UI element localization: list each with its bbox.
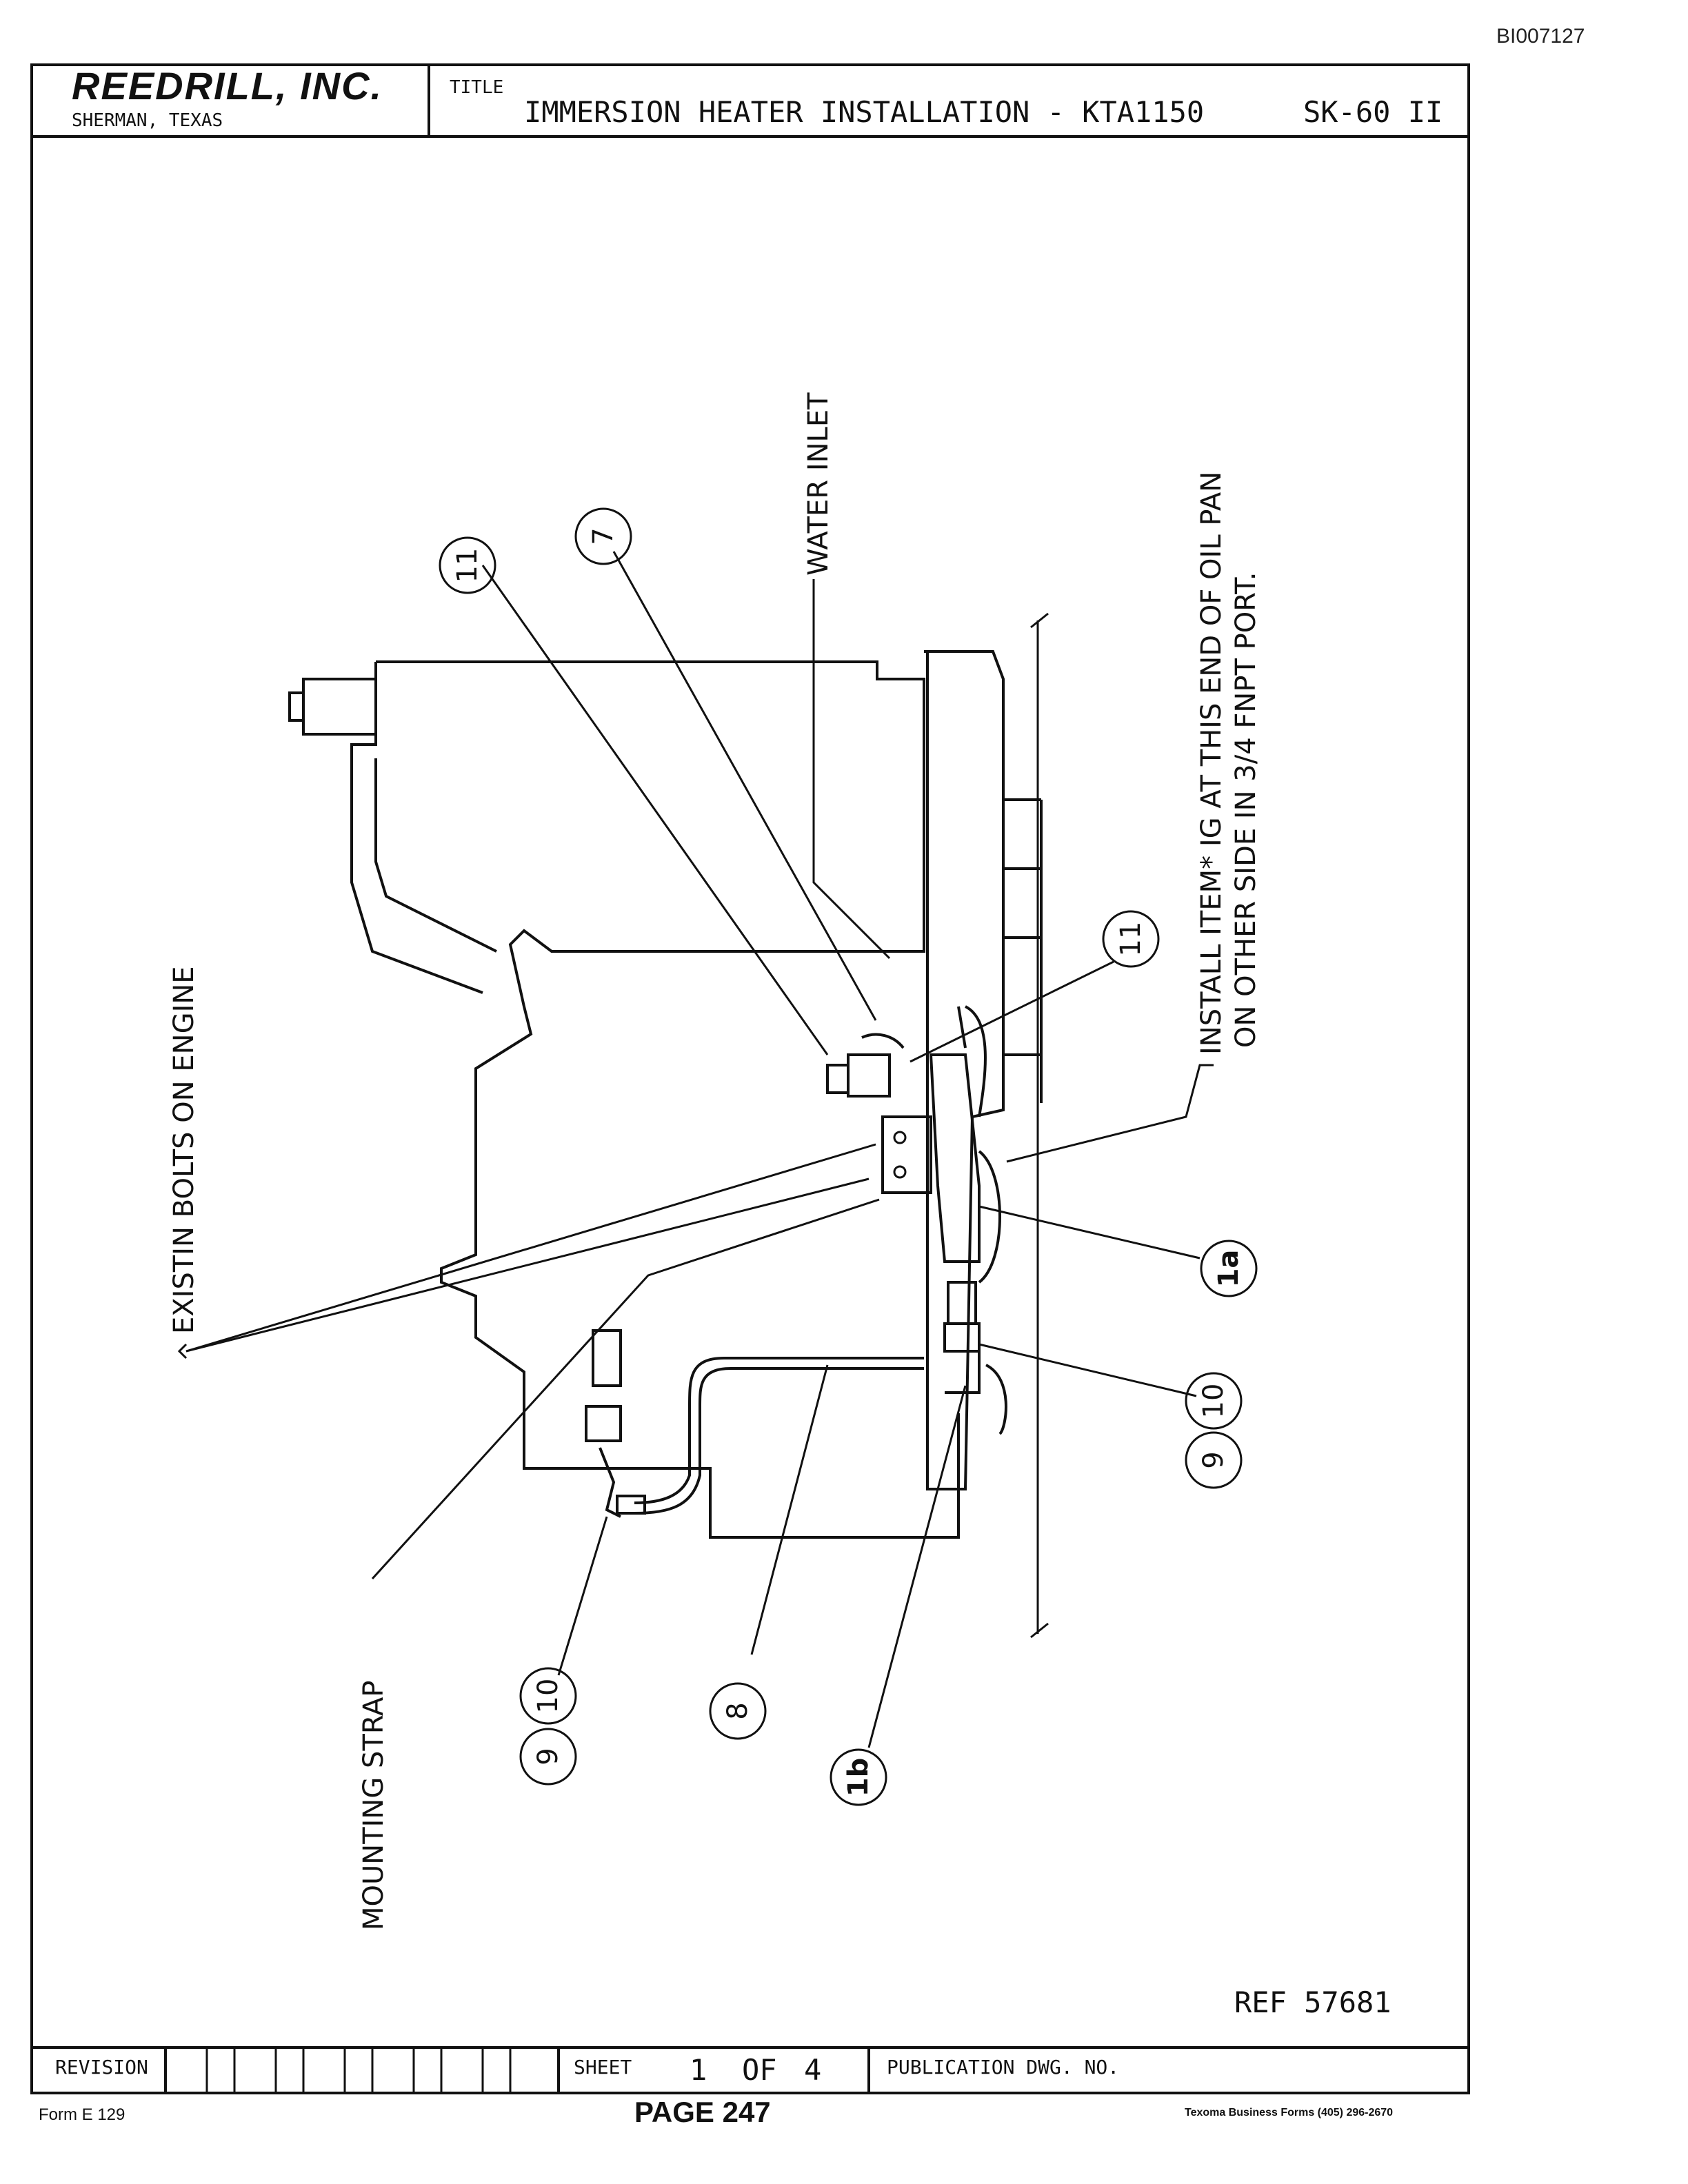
document-stamp: BI007127 bbox=[1496, 25, 1585, 48]
balloon-1b-text: 1b bbox=[843, 1758, 874, 1797]
balloon-9-right-text: 9 bbox=[1198, 1451, 1229, 1468]
page-number: PAGE 247 bbox=[634, 2096, 771, 2128]
heater-hose bbox=[585, 1329, 924, 1518]
company-name: REEDRILL, INC. bbox=[72, 64, 383, 108]
publication-label: PUBLICATION DWG. NO. bbox=[887, 2056, 1120, 2079]
balloon-7-text: 7 bbox=[587, 527, 619, 545]
balloon-7 bbox=[574, 507, 632, 565]
callout-labels: WATER INLET INSTALL ITEM* IG AT THIS END… bbox=[168, 392, 1262, 1930]
balloon-8-text: 8 bbox=[722, 1702, 754, 1719]
oil-pan bbox=[924, 650, 1043, 1490]
install-note-line1: INSTALL ITEM* IG AT THIS END OF OIL PAN bbox=[1196, 472, 1227, 1055]
drawing-number: SK-60 II bbox=[1303, 95, 1443, 129]
balloon-11-top bbox=[439, 536, 496, 594]
engine-outline bbox=[288, 660, 960, 1539]
water-inlet-label: WATER INLET bbox=[803, 392, 834, 576]
balloon-10-right-text: 10 bbox=[1198, 1384, 1229, 1419]
company-location: SHERMAN, TEXAS bbox=[72, 110, 223, 131]
balloon-9-left-text: 9 bbox=[532, 1748, 564, 1765]
balloon-11-top-text: 11 bbox=[452, 548, 483, 583]
reference-number: REF 57681 bbox=[1234, 1985, 1391, 2019]
heater-assembly bbox=[826, 1005, 1007, 1435]
title-label: TITLE bbox=[450, 77, 504, 98]
balloon-10-left-text: 10 bbox=[532, 1679, 564, 1714]
balloon-1a bbox=[1200, 1240, 1258, 1297]
balloon-1a-text: 1a bbox=[1213, 1250, 1245, 1288]
balloon-8 bbox=[709, 1682, 767, 1740]
drawing-title: IMMERSION HEATER INSTALLATION - KTA1150 bbox=[524, 95, 1205, 129]
install-note-line2: ON OTHER SIDE IN 3/4 FNPT PORT. bbox=[1230, 572, 1262, 1049]
sheet-number: 1 bbox=[690, 2053, 707, 2087]
sheet-total: 4 bbox=[804, 2053, 822, 2087]
balloon-11-right-text: 11 bbox=[1115, 922, 1147, 957]
balloon-9-right bbox=[1185, 1431, 1243, 1489]
form-number: Form E 129 bbox=[39, 2105, 125, 2124]
printer-credit: Texoma Business Forms (405) 296-2670 bbox=[1185, 2107, 1394, 2119]
balloon-11-right bbox=[1102, 910, 1160, 968]
balloon-9-left bbox=[519, 1728, 577, 1786]
sheet-label: SHEET bbox=[574, 2056, 632, 2079]
existing-bolts-label: EXISTIN BOLTS ON ENGINE bbox=[168, 966, 200, 1334]
balloon-10-right bbox=[1185, 1372, 1243, 1430]
balloon-1b bbox=[830, 1748, 887, 1806]
mounting-strap-label: MOUNTING STRAP bbox=[358, 1680, 390, 1930]
item-balloons: 11 7 11 1a 10 9 10 9 8 1b bbox=[439, 507, 1258, 1806]
sheet-of: OF bbox=[742, 2053, 777, 2087]
balloon-10-left bbox=[519, 1667, 577, 1725]
dimension-line bbox=[1030, 612, 1049, 1639]
revision-label: REVISION bbox=[55, 2056, 148, 2079]
leader-lines bbox=[177, 551, 1214, 1748]
drawing-frame bbox=[30, 63, 1470, 2094]
